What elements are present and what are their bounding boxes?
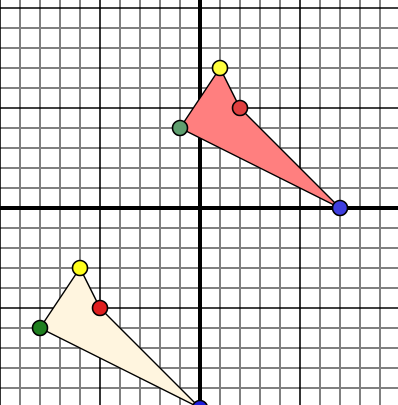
cream-triangle-red-point[interactable] (91, 299, 109, 317)
red-triangle-blue-point[interactable] (331, 199, 349, 217)
red-triangle-yellow-point[interactable] (211, 59, 229, 77)
red-triangle (171, 59, 349, 217)
cream-triangle-yellow-point[interactable] (71, 259, 89, 277)
red-triangle-green-point[interactable] (171, 119, 189, 137)
cream-triangle-green-point[interactable] (31, 319, 49, 337)
red-triangle-red-point[interactable] (231, 99, 249, 117)
shapes-layer (31, 59, 349, 405)
cream-triangle-blue-point[interactable] (192, 399, 208, 405)
cream-triangle (31, 259, 208, 405)
